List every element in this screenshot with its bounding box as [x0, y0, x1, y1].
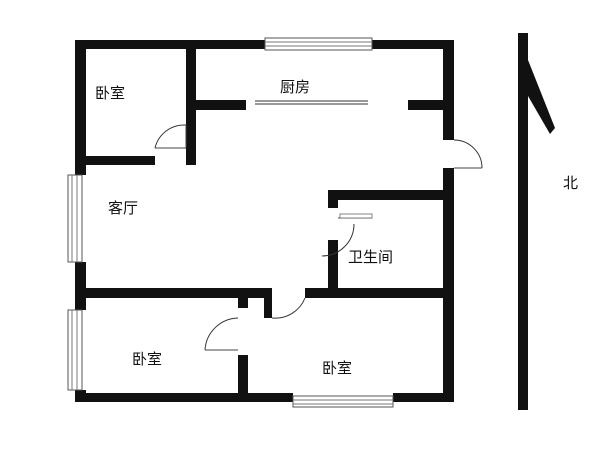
kitchen-counter [255, 100, 368, 105]
interior-walls [75, 40, 444, 402]
north-label: 北 [563, 174, 578, 192]
door-top-left-bedroom [154, 124, 187, 149]
room-label-bedroom-bottom-right: 卧室 [322, 359, 352, 377]
door-bottom-left-bedroom [204, 317, 239, 351]
room-label-living-room: 客厅 [108, 199, 138, 217]
room-label-kitchen: 厨房 [280, 78, 310, 96]
bedroom-left-window [67, 309, 83, 391]
door-living-to-bedroom [271, 297, 306, 319]
room-label-bathroom: 卫生间 [348, 248, 393, 266]
bottom-window [292, 395, 394, 408]
living-room-window [67, 174, 83, 263]
door-bathroom [321, 213, 373, 257]
outer-walls [75, 40, 454, 402]
room-label-bedroom-bottom-left: 卧室 [132, 350, 162, 368]
door-entry [453, 139, 483, 169]
north-arrow-icon [518, 33, 555, 410]
kitchen-window [264, 37, 373, 51]
room-label-bedroom-top-left: 卧室 [95, 84, 125, 102]
